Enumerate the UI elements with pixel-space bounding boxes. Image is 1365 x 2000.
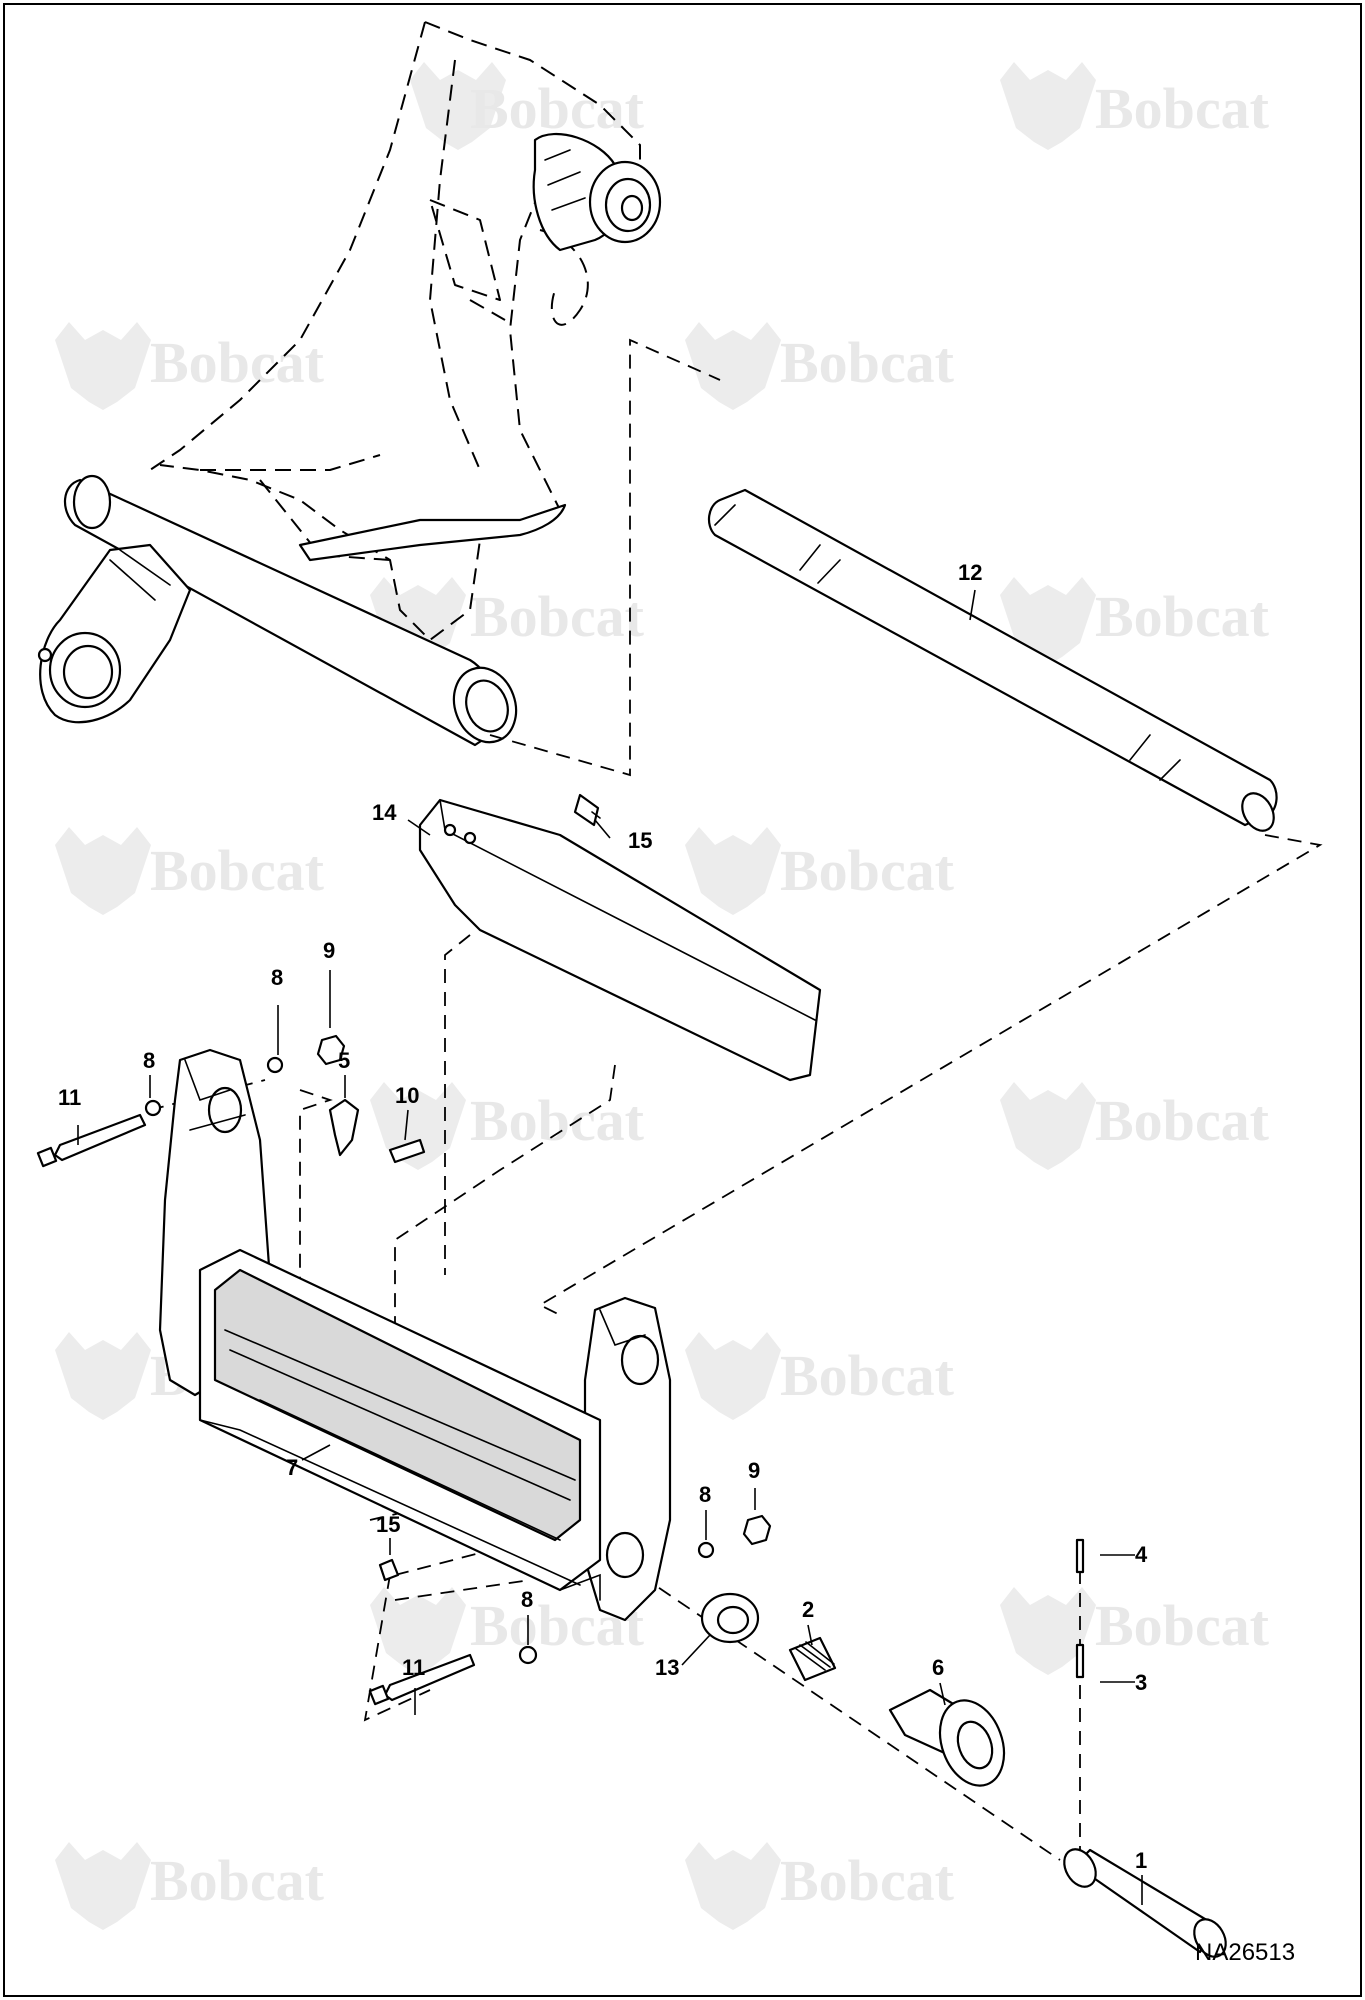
callout-8b: 8 bbox=[271, 965, 283, 990]
spring bbox=[788, 1636, 837, 1682]
callout-15a: 15 bbox=[628, 828, 652, 853]
watermark-4: Bobcat bbox=[685, 322, 955, 410]
callout-11a: 11 bbox=[58, 1085, 81, 1110]
callout-6: 6 bbox=[932, 1655, 944, 1680]
watermark-12: Bobcat bbox=[685, 1332, 955, 1420]
callout-7: 7 bbox=[286, 1455, 298, 1480]
svg-text:Bobcat: Bobcat bbox=[470, 1088, 645, 1153]
svg-text:Bobcat: Bobcat bbox=[1095, 76, 1270, 141]
watermark-9: Bobcat bbox=[370, 1082, 645, 1170]
svg-text:Bobcat: Bobcat bbox=[1095, 1593, 1270, 1658]
svg-text:Bobcat: Bobcat bbox=[150, 1848, 325, 1913]
watermark-15: Bobcat bbox=[55, 1842, 325, 1930]
callout-5: 5 bbox=[338, 1048, 350, 1073]
svg-text:Bobcat: Bobcat bbox=[470, 584, 645, 649]
watermark-5: Bobcat bbox=[370, 577, 645, 665]
svg-text:Bobcat: Bobcat bbox=[780, 1848, 955, 1913]
diagram-border bbox=[3, 3, 1362, 1997]
callout-9b: 9 bbox=[748, 1458, 760, 1483]
callout-4: 4 bbox=[1135, 1542, 1148, 1567]
part-bolt-top bbox=[573, 793, 601, 827]
callout-9a: 9 bbox=[323, 938, 335, 963]
part-shaft bbox=[707, 488, 1278, 832]
drawing-number: NA26513 bbox=[1195, 1939, 1295, 1966]
watermark-6: Bobcat bbox=[1000, 577, 1270, 665]
svg-text:Bobcat: Bobcat bbox=[1095, 1088, 1270, 1153]
watermark-7: Bobcat bbox=[55, 827, 325, 915]
part-main-frame bbox=[158, 1048, 672, 1622]
svg-text:Bobcat: Bobcat bbox=[150, 838, 325, 903]
callout-13: 13 bbox=[655, 1655, 679, 1680]
loader-arm-solid-parts bbox=[37, 132, 662, 747]
watermark-layer: Bobcat Bobcat Bobcat Bobcat Bobcat Bobca… bbox=[55, 62, 1270, 1930]
svg-text:Bobcat: Bobcat bbox=[150, 330, 325, 395]
watermark-14: Bobcat bbox=[1000, 1587, 1270, 1675]
watermark-2: Bobcat bbox=[1000, 62, 1270, 150]
svg-text:Bobcat: Bobcat bbox=[780, 838, 955, 903]
callout-labels: 1 2 3 4 5 6 7 8 8 8 8 9 9 10 11 11 12 13… bbox=[58, 560, 1148, 1873]
plunger bbox=[888, 1688, 1006, 1787]
callout-3: 3 bbox=[1135, 1670, 1147, 1695]
hardware-parts bbox=[36, 1034, 1227, 1958]
watermark-16: Bobcat bbox=[685, 1842, 955, 1930]
watermark-8: Bobcat bbox=[685, 827, 955, 915]
callout-2: 2 bbox=[802, 1597, 814, 1622]
assembly-lines bbox=[149, 338, 1323, 1880]
callout-12: 12 bbox=[958, 560, 982, 585]
callout-11b: 11 bbox=[402, 1655, 425, 1680]
part-guard-plate bbox=[418, 798, 822, 1082]
pin-large bbox=[1063, 1848, 1227, 1958]
watermark-10: Bobcat bbox=[1000, 1082, 1270, 1170]
callout-8a: 8 bbox=[143, 1048, 155, 1073]
svg-text:Bobcat: Bobcat bbox=[470, 76, 645, 141]
callout-8d: 8 bbox=[521, 1587, 533, 1612]
callout-14: 14 bbox=[372, 800, 397, 825]
callout-1: 1 bbox=[1135, 1848, 1147, 1873]
watermark-3: Bobcat bbox=[55, 322, 325, 410]
callout-8c: 8 bbox=[699, 1482, 711, 1507]
leader-lines bbox=[77, 589, 1143, 1905]
phantom-loader-arm bbox=[149, 21, 641, 641]
callout-15b: 15 bbox=[376, 1512, 400, 1537]
watermark-1: Bobcat bbox=[410, 62, 645, 150]
callout-10: 10 bbox=[395, 1083, 419, 1108]
svg-text:Bobcat: Bobcat bbox=[780, 330, 955, 395]
svg-text:Bobcat: Bobcat bbox=[780, 1343, 955, 1408]
svg-text:Bobcat: Bobcat bbox=[1095, 584, 1270, 649]
